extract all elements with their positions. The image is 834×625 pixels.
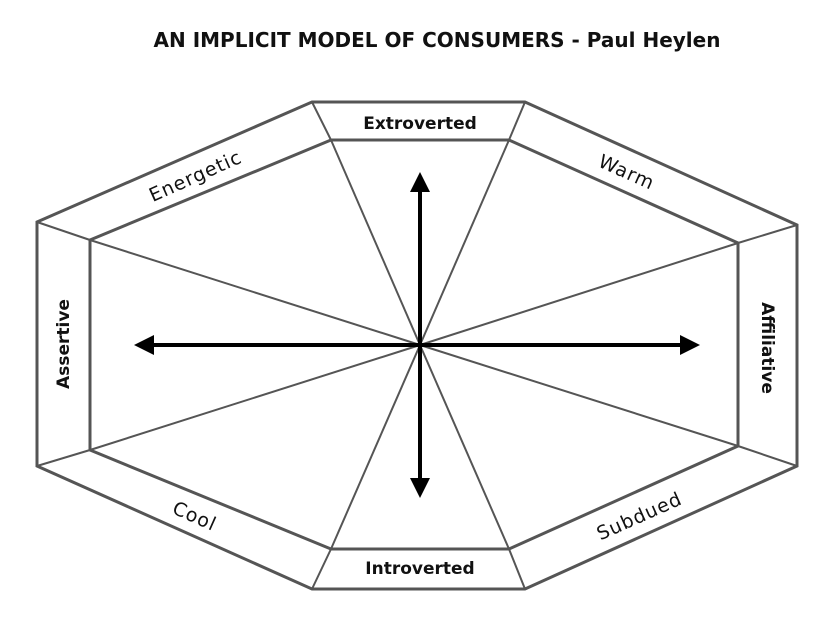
spokes: [89, 139, 739, 550]
spoke: [419, 344, 739, 447]
label-assertive: Assertive: [54, 299, 74, 389]
arrow-up-icon: [410, 172, 430, 192]
arrow-right-icon: [680, 335, 700, 355]
spoke: [419, 139, 510, 346]
spoke: [419, 344, 510, 550]
label-affiliative: Affiliative: [757, 302, 777, 394]
connector-right-top: [737, 224, 798, 244]
corner-connectors: [36, 101, 798, 590]
spoke: [89, 344, 421, 451]
arrow-left-icon: [134, 335, 154, 355]
connector-bottom-left: [311, 548, 332, 590]
connector-top-right: [508, 101, 526, 141]
spoke: [330, 344, 421, 550]
arrow-down-icon: [410, 478, 430, 498]
axes: [134, 172, 700, 498]
spoke: [330, 139, 421, 346]
connector-top-left: [311, 101, 332, 141]
connector-right-bottom: [737, 445, 798, 467]
spoke: [89, 239, 421, 346]
connector-left-top: [36, 221, 91, 241]
spoke: [419, 242, 739, 346]
connector-left-bottom: [36, 449, 91, 467]
diagram-title: AN IMPLICIT MODEL OF CONSUMERS - Paul He…: [0, 28, 834, 52]
title-text: AN IMPLICIT MODEL OF CONSUMERS - Paul He…: [153, 28, 721, 52]
label-extroverted: Extroverted: [363, 114, 477, 134]
label-introverted: Introverted: [365, 559, 474, 579]
connector-bottom-right: [508, 548, 526, 590]
